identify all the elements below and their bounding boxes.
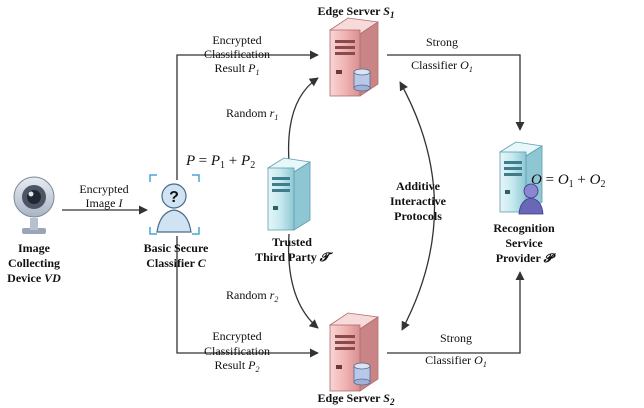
svg-text:Strong: Strong <box>426 35 458 49</box>
svg-text:Protocols: Protocols <box>394 209 442 223</box>
arrow-ttp-to-server1 <box>287 77 319 163</box>
device-label: Image Collecting Device VD <box>7 241 61 285</box>
p-sum-equation: P = P1 + P2 <box>185 153 255 171</box>
arrow-additive-protocols <box>399 81 436 331</box>
svg-text:?: ? <box>169 189 179 206</box>
svg-text:Classifier O1: Classifier O1 <box>425 353 487 369</box>
webcam-icon <box>13 176 55 234</box>
svg-text:Device VD: Device VD <box>7 271 61 285</box>
ttp-label: Trusted Third Party 𝓣 <box>255 235 334 264</box>
svg-text:Classifier C: Classifier C <box>146 256 206 270</box>
svg-text:Image: Image <box>18 241 51 255</box>
classifier-label: Basic Secure Classifier C <box>144 241 209 270</box>
user-icon <box>518 183 544 215</box>
question-user-icon: ? <box>149 174 200 235</box>
arrow-ttp-to-server2 <box>287 233 319 329</box>
svg-text:Strong: Strong <box>440 331 472 345</box>
edge-server-2-label: Edge Server S2 <box>318 391 395 407</box>
strong-classifier-1-label: Strong Classifier O1 <box>411 35 473 74</box>
random-r1-label: Random r1 <box>226 106 278 122</box>
arrow-server2-to-provider <box>387 271 525 354</box>
svg-text:Classifier O1: Classifier O1 <box>411 58 473 74</box>
arrow-classifier-to-server2 <box>176 236 319 358</box>
encrypted-image-label: Encrypted Image I <box>79 182 128 210</box>
database-cylinder-icon <box>353 362 371 386</box>
svg-text:Classification: Classification <box>204 344 270 358</box>
svg-text:Encrypted: Encrypted <box>79 182 128 196</box>
svg-text:Recognition: Recognition <box>493 221 555 235</box>
svg-text:Result P1: Result P1 <box>214 61 259 77</box>
strong-classifier-2-label: Strong Classifier O1 <box>425 331 487 369</box>
arrow-server1-to-provider <box>387 54 525 131</box>
svg-text:Result P2: Result P2 <box>214 358 259 374</box>
additive-protocols-label: Additive Interactive Protocols <box>390 179 447 223</box>
svg-text:Trusted: Trusted <box>272 235 312 249</box>
svg-text:Classification: Classification <box>204 47 270 61</box>
server-tower-icon <box>328 312 380 392</box>
svg-text:Additive: Additive <box>396 179 441 193</box>
encrypted-result-2-label: Encrypted Classification Result P2 <box>204 329 270 374</box>
o-sum-equation: O = O1 + O2 <box>531 172 605 190</box>
svg-text:Service: Service <box>505 236 543 250</box>
svg-text:Image I: Image I <box>86 196 124 210</box>
svg-text:Collecting: Collecting <box>8 256 60 270</box>
edge-server-1-label: Edge Server S1 <box>318 4 395 20</box>
svg-text:Encrypted: Encrypted <box>212 329 261 343</box>
random-r2-label: Random r2 <box>226 288 278 304</box>
svg-text:Provider 𝓟: Provider 𝓟 <box>496 251 557 265</box>
svg-text:Basic Secure: Basic Secure <box>144 241 209 255</box>
arrow-classifier-to-server1 <box>176 50 319 180</box>
svg-text:Interactive: Interactive <box>390 194 447 208</box>
svg-text:Third Party 𝓣: Third Party 𝓣 <box>255 250 334 264</box>
server-tower-icon <box>498 141 544 213</box>
provider-label: Recognition Service Provider 𝓟 <box>493 221 556 265</box>
svg-text:Encrypted: Encrypted <box>212 33 261 47</box>
database-cylinder-icon <box>353 68 371 92</box>
server-tower-icon <box>266 157 312 231</box>
encrypted-result-1-label: Encrypted Classification Result P1 <box>204 33 270 77</box>
